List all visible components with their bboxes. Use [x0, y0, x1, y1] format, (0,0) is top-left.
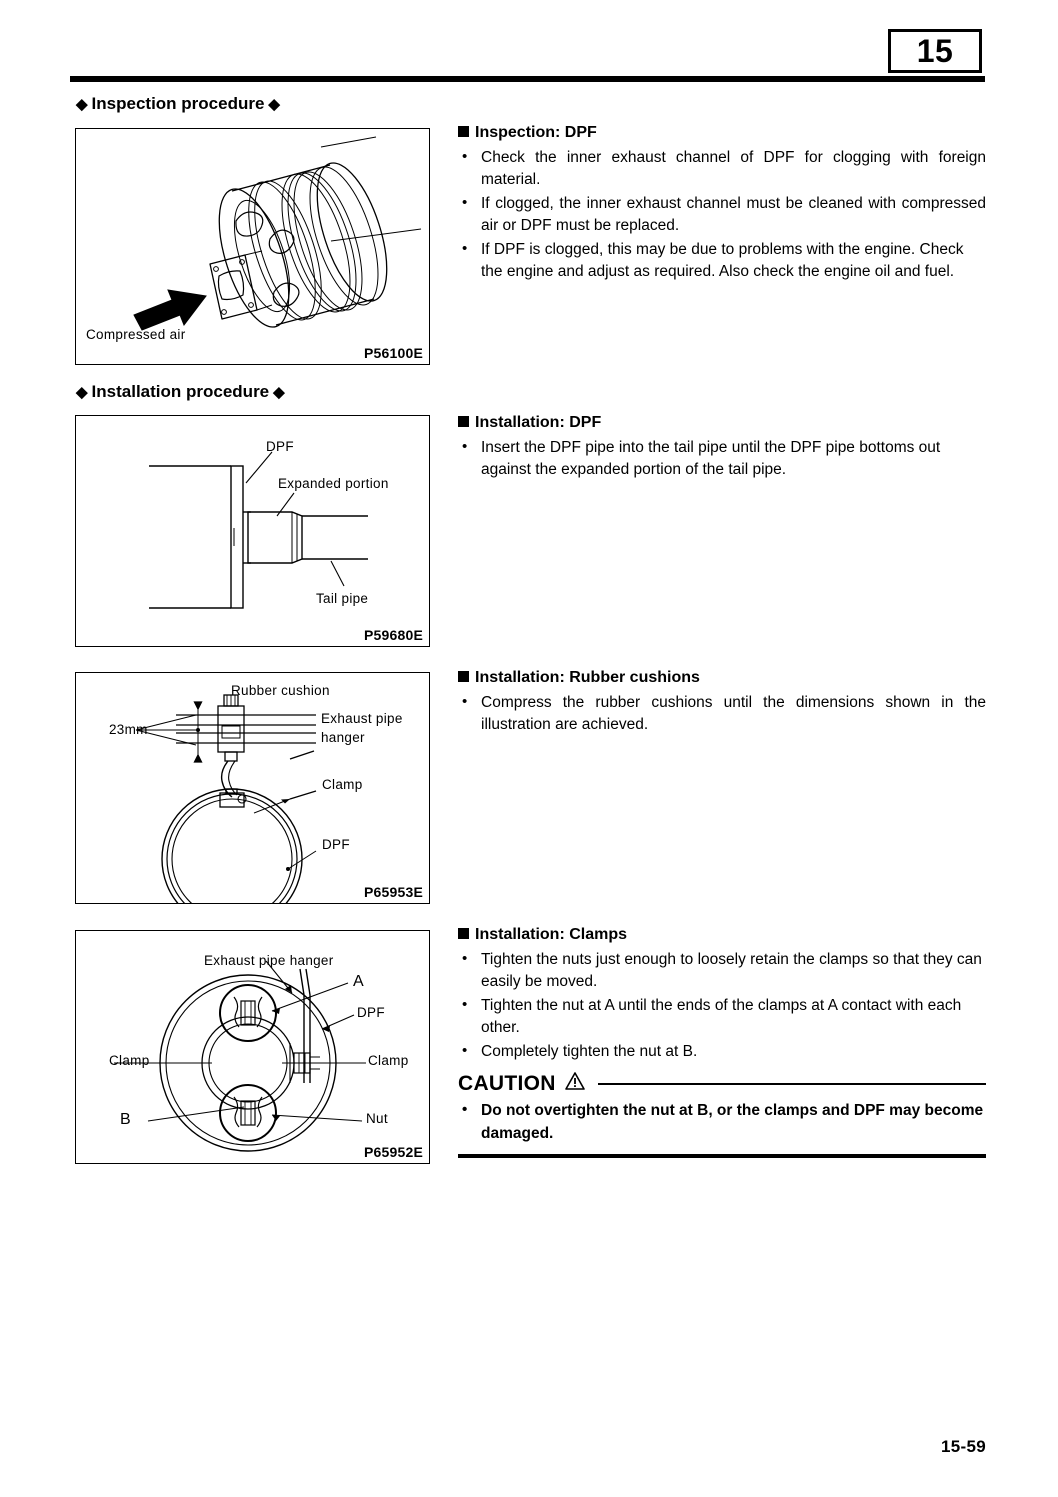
label-expanded-portion: Expanded portion — [278, 476, 389, 491]
installation-rubber-cushions-block: Installation: Rubber cushions Compress t… — [458, 669, 986, 738]
label-compressed-air: Compressed air — [86, 327, 186, 342]
installation-clamps-title-text: Installation: Clamps — [475, 926, 628, 943]
installation-rubber-cushions-list: Compress the rubber cushions until the d… — [458, 691, 986, 737]
installation-dpf-title-text: Installation: DPF — [475, 414, 602, 431]
label-nut: Nut — [366, 1111, 388, 1126]
caution-rule-top — [597, 1082, 986, 1086]
warning-triangle-icon — [564, 1071, 586, 1096]
diamond-left-icon: ◆ — [76, 383, 88, 401]
inspection-dpf-block: Inspection: DPF Check the inner exhaust … — [458, 124, 986, 285]
label-dpf: DPF — [266, 439, 294, 454]
rubber-cushion-drawing — [135, 694, 317, 903]
label-clamp: Clamp — [322, 777, 363, 792]
inspection-dpf-list: Check the inner exhaust channel of DPF f… — [458, 146, 986, 284]
installation-clamps-block: Installation: Clamps Tighten the nuts ju… — [458, 926, 986, 1159]
inspection-procedure-heading: ◆ Inspection procedure ◆ — [76, 94, 280, 114]
inspection-dpf-title: Inspection: DPF — [458, 124, 986, 142]
label-clamp-right: Clamp — [368, 1053, 409, 1068]
square-bullet-icon — [458, 671, 469, 682]
list-item: Check the inner exhaust channel of DPF f… — [458, 146, 986, 192]
clamps-figure: Exhaust pipe hanger A DPF Clamp Clamp B … — [75, 930, 430, 1164]
list-item: Completely tighten the nut at B. — [458, 1040, 986, 1063]
installation-dpf-list: Insert the DPF pipe into the tail pipe u… — [458, 436, 986, 482]
square-bullet-icon — [458, 416, 469, 427]
installation-dpf-block: Installation: DPF Insert the DPF pipe in… — [458, 414, 986, 483]
installation-procedure-title: Installation procedure — [91, 382, 270, 401]
dpf-tail-pipe-drawing — [149, 451, 368, 609]
installation-rubber-cushions-title-text: Installation: Rubber cushions — [475, 669, 700, 686]
list-item: If DPF is clogged, this may be due to pr… — [458, 238, 986, 284]
installation-rubber-cushions-title: Installation: Rubber cushions — [458, 669, 986, 687]
list-item: Compress the rubber cushions until the d… — [458, 691, 986, 737]
clamps-drawing — [114, 960, 366, 1152]
inspection-procedure-title: Inspection procedure — [91, 94, 265, 113]
installation-clamps-title: Installation: Clamps — [458, 926, 986, 944]
dpf-tail-pipe-figure: DPF Expanded portion Tail pipe P59680E — [75, 415, 430, 647]
figure-code: P65953E — [363, 884, 423, 900]
caution-rule-bottom — [458, 1154, 986, 1159]
rubber-cushion-figure: Rubber cushion 23mm Exhaust pipe hanger … — [75, 672, 430, 904]
label-a: A — [353, 973, 364, 990]
caution-heading: CAUTION — [458, 1071, 986, 1096]
label-b: B — [120, 1111, 131, 1128]
dpf-compressed-air-figure: Compressed air P56100E — [75, 128, 430, 365]
label-clamp-left: Clamp — [109, 1053, 150, 1068]
installation-dpf-title: Installation: DPF — [458, 414, 986, 432]
list-item: If clogged, the inner exhaust channel mu… — [458, 192, 986, 238]
chapter-number: 15 — [916, 33, 954, 69]
diamond-right-icon: ◆ — [273, 383, 285, 401]
caution-list: Do not overtighten the nut at B, or the … — [458, 1099, 986, 1145]
label-exhaust-pipe-hanger-line1: Exhaust pipe — [321, 711, 403, 726]
square-bullet-icon — [458, 126, 469, 137]
figure-code: P56100E — [363, 345, 423, 361]
diamond-right-icon: ◆ — [268, 95, 280, 113]
figure-code: P59680E — [363, 627, 423, 643]
caution-label: CAUTION — [458, 1071, 556, 1095]
label-exhaust-pipe-hanger: Exhaust pipe hanger — [204, 953, 334, 968]
label-rubber-cushion: Rubber cushion — [231, 683, 330, 698]
chapter-number-box: 15 — [888, 29, 982, 73]
list-item: Do not overtighten the nut at B, or the … — [458, 1099, 986, 1145]
list-item: Insert the DPF pipe into the tail pipe u… — [458, 436, 986, 482]
label-dpf: DPF — [322, 837, 350, 852]
inspection-dpf-title-text: Inspection: DPF — [475, 124, 597, 141]
label-23mm: 23mm — [109, 722, 148, 737]
list-item: Tighten the nuts just enough to loosely … — [458, 948, 986, 994]
diamond-left-icon: ◆ — [76, 95, 88, 113]
page-number: 15-59 — [941, 1437, 986, 1456]
square-bullet-icon — [458, 928, 469, 939]
figure-code: P65952E — [363, 1144, 423, 1160]
label-tail-pipe: Tail pipe — [316, 591, 369, 606]
installation-procedure-heading: ◆ Installation procedure ◆ — [76, 382, 285, 402]
label-dpf: DPF — [357, 1005, 385, 1020]
header-divider — [70, 76, 985, 82]
label-exhaust-pipe-hanger-line2: hanger — [321, 730, 365, 745]
compressed-air-arrow-icon — [133, 289, 207, 331]
dpf-compressed-air-drawing — [133, 136, 422, 331]
list-item: Tighten the nut at A until the ends of t… — [458, 994, 986, 1040]
installation-clamps-list: Tighten the nuts just enough to loosely … — [458, 948, 986, 1063]
